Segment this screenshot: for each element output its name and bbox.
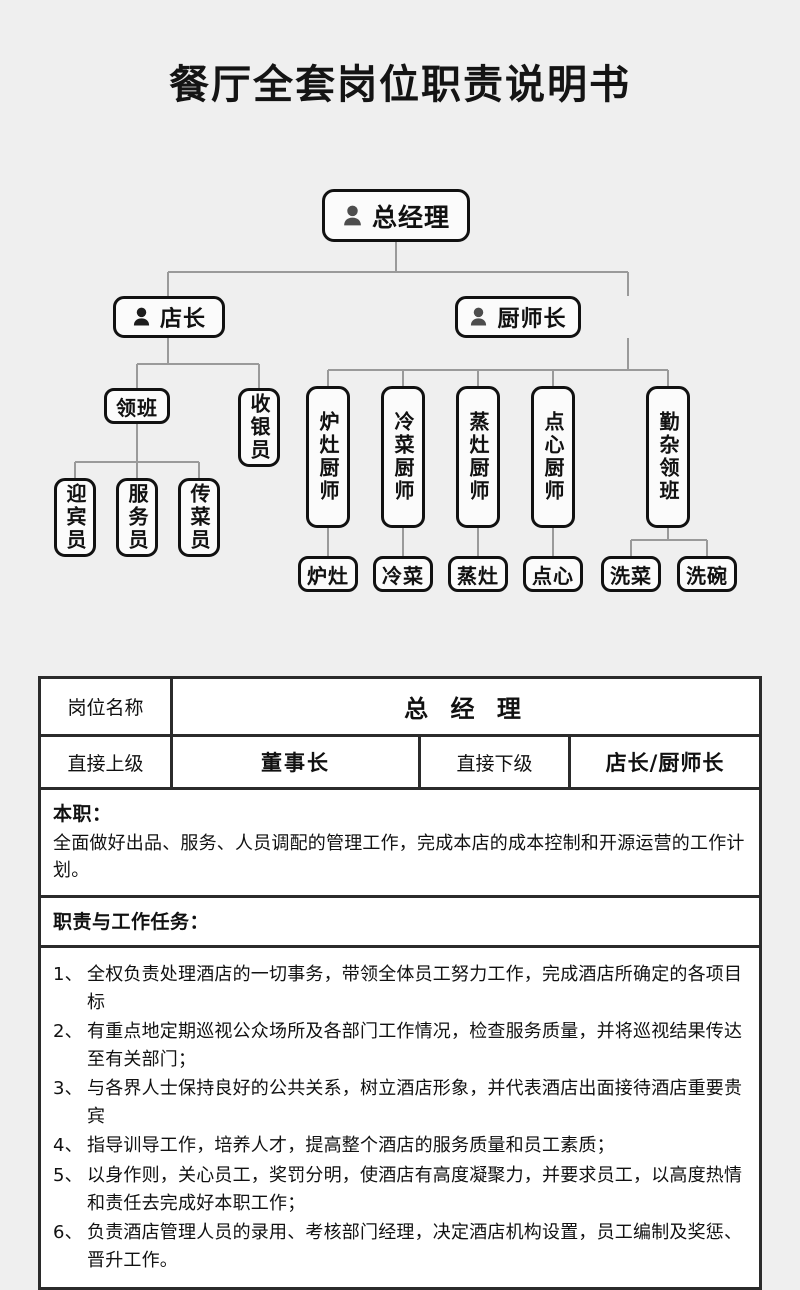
position-name-label: 岗位名称 [41, 679, 173, 734]
org-node-label: 冷菜厨师 [391, 411, 415, 503]
org-node-food-runner[interactable]: 传菜员 [178, 478, 220, 557]
org-node-store-manager[interactable]: 店长 [113, 296, 225, 338]
org-node-stove[interactable]: 炉灶 [298, 556, 358, 592]
responsibilities-heading-cell: 职责与工作任务： [41, 898, 759, 945]
org-node-label: 炉灶 [307, 563, 349, 588]
responsibility-text: 负责酒店管理人员的录用、考核部门经理，决定酒店机构设置，员工编制及奖惩、晋升工作… [87, 1221, 743, 1271]
org-node-label: 点心 [532, 563, 574, 588]
org-node-steam[interactable]: 蒸灶 [448, 556, 508, 592]
page-title: 餐厅全套岗位职责说明书 [169, 62, 631, 108]
responsibility-number: 6、 [53, 1221, 83, 1243]
responsibility-item: 1、全权负责处理酒店的一切事务，带领全体员工努力工作，完成酒店所确定的各项目标 [53, 961, 747, 1017]
org-node-foreman[interactable]: 领班 [104, 388, 170, 424]
org-node-cashier[interactable]: 收银员 [238, 388, 280, 467]
org-node-odd-jobs-foreman[interactable]: 勤杂领班 [646, 386, 690, 528]
org-node-label: 勤杂领班 [656, 411, 680, 503]
responsibility-number: 1、 [53, 964, 83, 985]
org-node-cold-dish-chef[interactable]: 冷菜厨师 [381, 386, 425, 528]
job-description-table: 岗位名称 总 经 理 直接上级 董事长 直接下级 店长/厨师长 本职： 全面做好… [38, 676, 762, 1290]
org-chart-connectors [74, 242, 708, 556]
responsibility-item: 6、负责酒店管理人员的录用、考核部门经理，决定酒店机构设置，员工编制及奖惩、晋升… [53, 1219, 747, 1275]
org-node-wash-dish[interactable]: 洗碗 [677, 556, 737, 592]
direct-subordinate-value: 店长/厨师长 [605, 751, 725, 775]
org-node-label: 蒸灶 [457, 563, 499, 588]
person-icon [469, 307, 488, 327]
table-row-main-duty: 本职： 全面做好出品、服务、人员调配的管理工作，完成本店的成本控制和开源运营的工… [41, 790, 759, 898]
responsibility-number: 3、 [53, 1078, 83, 1100]
org-node-label: 领班 [116, 395, 158, 420]
person-icon [342, 205, 363, 227]
org-node-stove-chef[interactable]: 炉灶厨师 [306, 386, 350, 528]
org-node-label: 收银员 [247, 393, 271, 462]
responsibility-text: 有重点地定期巡视公众场所及各部门工作情况，检查服务质量，并将巡视结果传达至有关部… [87, 1021, 743, 1071]
responsibility-number: 2、 [53, 1021, 83, 1043]
org-node-label: 洗菜 [610, 563, 652, 588]
responsibilities-heading: 职责与工作任务： [53, 911, 210, 933]
org-node-dimsum-chef[interactable]: 点心厨师 [531, 386, 575, 528]
org-node-steam-chef[interactable]: 蒸灶厨师 [456, 386, 500, 528]
responsibility-item: 2、有重点地定期巡视公众场所及各部门工作情况，检查服务质量，并将巡视结果传达至有… [53, 1018, 747, 1074]
responsibility-text: 以身作则，关心员工，奖罚分明，使酒店有高度凝聚力，并要求员工，以高度热情和责任去… [87, 1164, 743, 1214]
responsibility-item: 3、与各界人士保持良好的公共关系，树立酒店形象，并代表酒店出面接待酒店重要贵宾 [53, 1075, 747, 1131]
main-duty-body: 全面做好出品、服务、人员调配的管理工作，完成本店的成本控制和开源运营的工作计划。 [53, 833, 745, 881]
org-node-waiter[interactable]: 服务员 [116, 478, 158, 557]
main-duty-cell: 本职： 全面做好出品、服务、人员调配的管理工作，完成本店的成本控制和开源运营的工… [41, 790, 759, 895]
direct-superior-label: 直接上级 [41, 737, 173, 787]
org-node-greeter[interactable]: 迎宾员 [54, 478, 96, 557]
responsibility-item: 4、指导训导工作，培养人才，提高整个酒店的服务质量和员工素质； [53, 1132, 747, 1160]
responsibility-number: 4、 [53, 1135, 83, 1157]
table-row-relations: 直接上级 董事长 直接下级 店长/厨师长 [41, 737, 759, 790]
responsibility-text: 与各界人士保持良好的公共关系，树立酒店形象，并代表酒店出面接待酒店重要贵宾 [87, 1078, 743, 1128]
table-row-position: 岗位名称 总 经 理 [41, 679, 759, 737]
responsibility-text: 全权负责处理酒店的一切事务，带领全体员工努力工作，完成酒店所确定的各项目标 [87, 964, 743, 1014]
responsibility-text: 指导训导工作，培养人才，提高整个酒店的服务质量和员工素质； [87, 1135, 615, 1157]
org-node-general-manager[interactable]: 总经理 [322, 189, 470, 242]
org-node-label: 厨师长 [497, 307, 567, 332]
org-node-label: 点心厨师 [541, 411, 565, 503]
org-node-label: 总经理 [371, 202, 450, 232]
org-node-label: 店长 [159, 307, 206, 332]
org-node-cold-dish[interactable]: 冷菜 [373, 556, 433, 592]
position-name-value: 总 经 理 [404, 695, 528, 723]
org-node-label: 迎宾员 [63, 483, 87, 552]
org-chart: 总经理 店长 厨师长 领班 收银员 迎宾员 服务员 传菜员 [0, 0, 800, 640]
org-node-label: 洗碗 [686, 563, 728, 588]
person-icon [132, 307, 151, 327]
org-node-head-chef[interactable]: 厨师长 [455, 296, 581, 338]
org-node-wash-veg[interactable]: 洗菜 [601, 556, 661, 592]
table-row-responsibilities-heading: 职责与工作任务： [41, 898, 759, 948]
org-node-label: 服务员 [125, 483, 149, 552]
main-duty-heading: 本职： [53, 803, 112, 825]
responsibility-number: 5、 [53, 1164, 83, 1186]
org-node-label: 传菜员 [187, 483, 211, 552]
org-node-dimsum[interactable]: 点心 [523, 556, 583, 592]
direct-superior-value: 董事长 [173, 737, 421, 787]
org-node-label: 蒸灶厨师 [466, 411, 490, 503]
org-node-label: 炉灶厨师 [316, 411, 340, 503]
responsibility-item: 5、以身作则，关心员工，奖罚分明，使酒店有高度凝聚力，并要求员工，以高度热情和责… [53, 1162, 747, 1218]
org-node-label: 冷菜 [382, 563, 424, 588]
direct-subordinate-label: 直接下级 [421, 737, 571, 787]
